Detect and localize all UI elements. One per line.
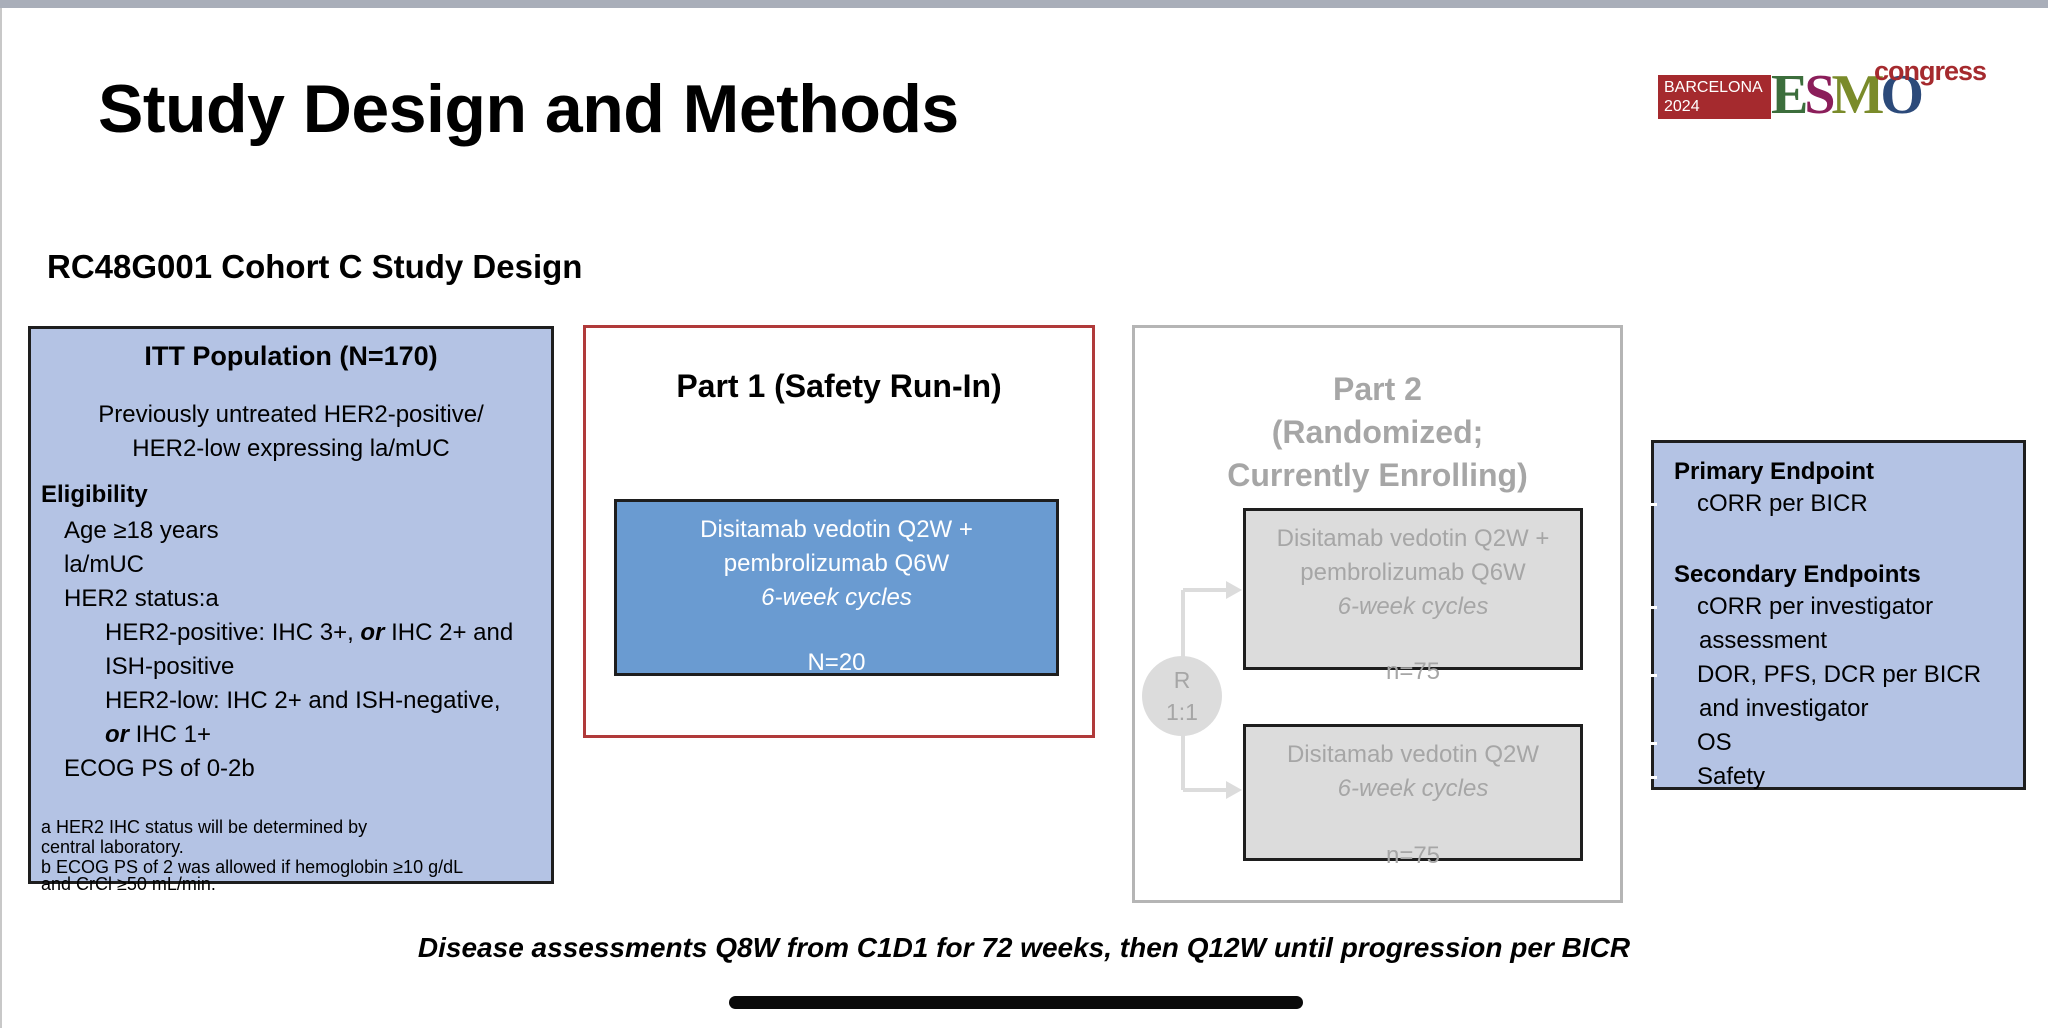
study-design-subtitle: RC48G001 Cohort C Study Design	[47, 248, 583, 285]
part2-arm2-cycles: 6-week cycles	[1337, 775, 1489, 802]
part2-arm2-n: n=75	[1385, 842, 1441, 869]
her2-positive-text: HER2-positive: IHC 3+,	[105, 619, 361, 646]
arrow-to-arm2-head	[1226, 781, 1242, 799]
part2-arm2-text: Disitamab vedotin Q2W 6-week cycles	[1246, 738, 1580, 806]
arrow-to-arm1-head	[1226, 581, 1242, 599]
endpoint-tick	[1651, 674, 1657, 677]
primary-endpoint-item: cORR per BICR	[1697, 490, 1868, 517]
endpoints-box: Primary Endpoint cORR per BICR Secondary…	[1651, 440, 2026, 790]
eligibility-her2-status: HER2 status:a	[64, 585, 219, 612]
secondary-endpoint-2: DOR, PFS, DCR per BICR	[1697, 661, 1982, 688]
secondary-endpoint-1: cORR per investigator	[1697, 593, 1934, 620]
footnote-a-line-1: a HER2 IHC status will be determined by	[41, 817, 368, 837]
part2-arm1-text: Disitamab vedotin Q2W + pembrolizumab Q6…	[1246, 522, 1580, 624]
logo-year: 2024	[1664, 98, 1700, 115]
her2-low-or: or	[105, 721, 129, 748]
itt-heading: ITT Population (N=170)	[144, 341, 438, 371]
secondary-endpoint-4: Safety	[1697, 763, 1766, 790]
part2-heading: Part 2 (Randomized; Currently Enrolling)	[1135, 368, 1620, 497]
itt-population-description: Previously untreated HER2-positive/ HER2…	[31, 398, 551, 466]
her2-low-text-2: IHC 1+	[129, 721, 212, 748]
part1-safety-run-in-box: Part 1 (Safety Run-In)	[583, 325, 1095, 738]
part2-arm1-n: n=75	[1385, 658, 1441, 685]
logo-letter-m: M	[1831, 64, 1885, 126]
part2-heading-line-2: (Randomized;	[1271, 414, 1484, 450]
randomization-ratio: 1:1	[1166, 699, 1198, 725]
eligibility-her2-low-cont: or IHC 1+	[105, 721, 211, 749]
logo-letter-s: S	[1804, 64, 1835, 126]
her2-positive-text-2: IHC 2+ and	[384, 619, 514, 646]
randomization-label: R	[1173, 667, 1191, 693]
her2-positive-or: or	[360, 619, 385, 646]
footnote-b-line-2: and CrCl ≥50 mL/min.	[41, 874, 216, 894]
part1-arm-text: Disitamab vedotin Q2W + pembrolizumab Q6…	[617, 513, 1056, 615]
eligibility-her2-positive: HER2-positive: IHC 3+, or IHC 2+ and	[105, 619, 513, 647]
part1-treatment-arm: Disitamab vedotin Q2W + pembrolizumab Q6…	[614, 499, 1059, 676]
secondary-endpoint-2-cont: and investigator	[1699, 695, 1869, 722]
footnote-b-line-1: b ECOG PS of 2 was allowed if hemoglobin…	[41, 857, 464, 877]
part1-arm-line-2: pembrolizumab Q6W	[723, 550, 950, 577]
itt-population-box: ITT Population (N=170) Previously untrea…	[28, 326, 554, 894]
endpoint-tick	[1651, 776, 1657, 779]
eligibility-disease: la/mUC	[64, 551, 145, 578]
part2-arm1-box: Disitamab vedotin Q2W + pembrolizumab Q6…	[1243, 508, 1583, 685]
part2-arm2-line-1: Disitamab vedotin Q2W	[1286, 741, 1540, 768]
endpoint-tick	[1651, 742, 1657, 745]
part1-arm-cycles: 6-week cycles	[761, 584, 912, 611]
eligibility-age: Age ≥18 years	[64, 517, 219, 544]
slide-title: Study Design and Methods	[98, 71, 959, 147]
part2-heading-line-1: Part 2	[1333, 371, 1422, 407]
slide-left-edge	[0, 8, 2, 1028]
secondary-endpoint-3: OS	[1697, 729, 1732, 756]
randomization-circle: R 1:1	[1142, 656, 1222, 736]
eligibility-her2-positive-cont: ISH-positive	[105, 653, 235, 680]
disease-assessment-footer: Disease assessments Q8W from C1D1 for 72…	[417, 932, 1631, 963]
part2-arm1-line-1: Disitamab vedotin Q2W +	[1276, 525, 1550, 552]
secondary-endpoints-label: Secondary Endpoints	[1674, 561, 1921, 588]
logo-esmo-wordmark: ESMO	[1771, 64, 1924, 126]
eligibility-ecog: ECOG PS of 0-2b	[64, 755, 255, 782]
part1-arm-line-1: Disitamab vedotin Q2W +	[700, 516, 973, 543]
logo-letter-o: O	[1880, 64, 1924, 126]
part2-arm1-line-2: pembrolizumab Q6W	[1300, 559, 1526, 586]
esmo-congress-logo: BARCELONA 2024 ESMO congress	[1658, 56, 1987, 126]
part1-arm-n: N=20	[807, 649, 866, 676]
footnote-a-line-2: central laboratory.	[41, 837, 184, 857]
logo-congress-text: congress	[1874, 56, 1987, 86]
logo-city: BARCELONA	[1664, 79, 1763, 96]
primary-endpoint-label: Primary Endpoint	[1674, 458, 1875, 485]
window-top-bar	[0, 0, 2048, 8]
part2-arm1-cycles: 6-week cycles	[1337, 593, 1489, 620]
secondary-endpoint-1-cont: assessment	[1699, 627, 1828, 654]
eligibility-label: Eligibility	[41, 481, 148, 508]
eligibility-her2-low: HER2-low: IHC 2+ and ISH-negative,	[105, 687, 501, 714]
part2-randomized-box: Part 2 (Randomized; Currently Enrolling)	[1132, 325, 1623, 903]
logo-letter-e: E	[1771, 64, 1808, 126]
logo-city-badge: BARCELONA 2024	[1658, 75, 1771, 119]
endpoint-tick	[1651, 503, 1657, 506]
endpoint-tick	[1651, 606, 1657, 609]
part2-arm2-box: Disitamab vedotin Q2W 6-week cycles n=75	[1243, 724, 1583, 869]
part2-heading-line-3: Currently Enrolling)	[1227, 457, 1528, 493]
home-indicator-bar[interactable]	[729, 996, 1303, 1009]
population-line-2: HER2-low expressing la/mUC	[132, 435, 450, 462]
population-line-1: Previously untreated HER2-positive/	[98, 401, 484, 428]
part1-heading: Part 1 (Safety Run-In)	[676, 368, 1002, 404]
